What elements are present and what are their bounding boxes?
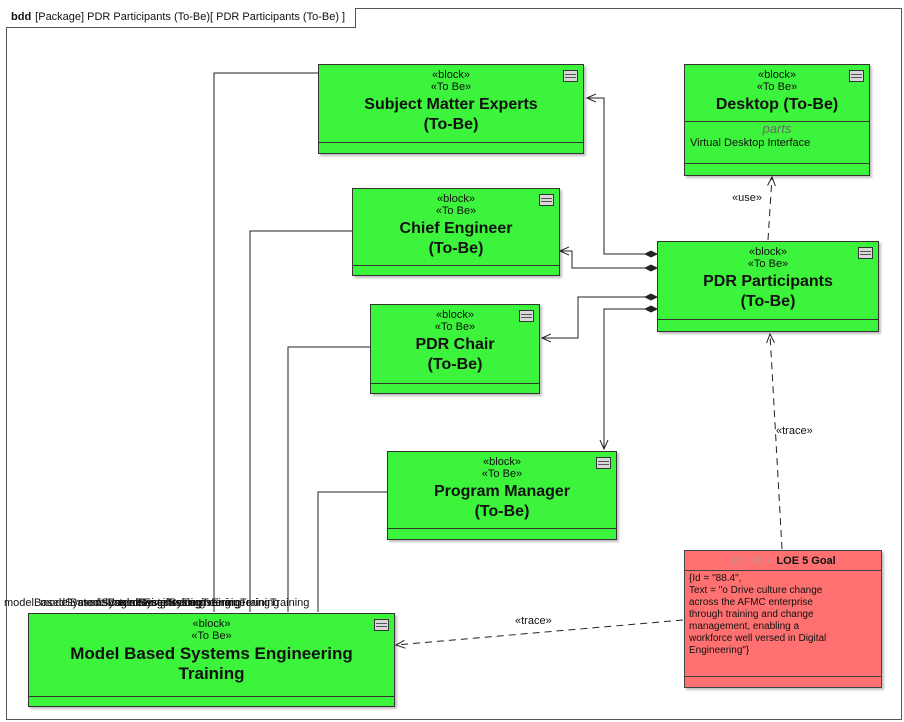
role-label-chair: modelBasedSystemsEngineeringTraining — [78, 597, 280, 609]
stereotype-to-be: «To Be» — [481, 468, 523, 480]
diagram-kind: bdd — [11, 11, 32, 23]
composition-sme[interactable] — [587, 98, 657, 254]
requirement-header: Id = 88.4 LOE 5 Goal — [685, 554, 881, 568]
block-pdr-chair[interactable]: «block» «To Be» PDR Chair (To-Be) — [370, 304, 540, 394]
block-name: PDR Participants (To-Be) — [703, 273, 833, 310]
stereotype-to-be: «To Be» — [430, 81, 472, 93]
compartment-separator — [658, 319, 878, 320]
association-pm-mbse[interactable] — [317, 491, 387, 612]
requirement-text: {Id = "88.4", Text = "o Drive culture ch… — [689, 573, 827, 656]
composition-chief-engineer[interactable] — [560, 251, 657, 268]
requirement-id: Id = 88.4 — [730, 555, 774, 567]
stereotype-to-be: «To Be» — [434, 321, 476, 333]
stereotype-to-be: «To Be» — [756, 81, 798, 93]
block-icon — [374, 619, 389, 631]
compartment-separator — [388, 528, 616, 529]
compartment-separator — [685, 121, 869, 122]
block-program-manager[interactable]: «block» «To Be» Program Manager (To-Be) — [387, 451, 617, 540]
block-name: Desktop (To-Be) — [715, 96, 839, 113]
stereotype-to-be: «To Be» — [191, 630, 232, 642]
stereotype-to-be: «To Be» — [435, 205, 477, 217]
block-subject-matter-experts[interactable]: «block» «To Be» Subject Matter Experts (… — [318, 64, 584, 154]
block-chief-engineer[interactable]: «block» «To Be» Chief Engineer (To-Be) — [352, 188, 560, 276]
block-desktop[interactable]: «block» «To Be» Desktop (To-Be) parts Vi… — [684, 64, 870, 176]
compartment-separator — [319, 142, 583, 143]
stereotype-block: «block» — [436, 309, 474, 321]
block-mbse-training[interactable]: «block» «To Be» Model Based Systems Engi… — [28, 613, 395, 707]
use-dependency[interactable] — [768, 177, 772, 241]
part-virtual-desktop-interface[interactable]: Virtual Desktop Interface — [690, 137, 811, 149]
compartment-separator — [29, 696, 394, 697]
compartment-separator — [685, 570, 881, 571]
requirement-loe5-goal[interactable]: Id = 88.4 LOE 5 Goal {Id = "88.4", Text … — [684, 550, 882, 688]
role-label-sme: modelBasedSystemsEngineeringTraining — [4, 597, 206, 609]
stereotype-to-be: «To Be» — [747, 258, 789, 270]
stereotype-block: «block» — [192, 618, 231, 630]
compartment-separator — [685, 676, 881, 677]
stereotype-block: «block» — [758, 69, 796, 81]
block-icon — [596, 457, 611, 469]
association-chair-mbse[interactable] — [287, 346, 370, 612]
compartment-separator — [685, 163, 869, 164]
block-name: Model Based Systems Engineering Training — [70, 644, 353, 683]
role-label-pm: modelBasedSystemsEngineeringTraining — [108, 597, 310, 609]
block-icon — [519, 310, 534, 322]
trace-pdr[interactable] — [770, 334, 783, 550]
block-name: Program Manager (To-Be) — [433, 483, 571, 520]
stereotype-block: «block» — [432, 69, 470, 81]
role-label-chief: modelBasedSystemsEngineeringTraining — [40, 597, 242, 609]
stereotype-block: «block» — [749, 246, 787, 258]
block-icon — [858, 247, 873, 259]
compartment-separator — [371, 383, 539, 384]
association-chief-mbse[interactable] — [249, 230, 352, 612]
stereotype-block: «block» — [483, 456, 521, 468]
diagram-frame-header: bdd[Package] PDR Participants (To-Be)[ P… — [6, 8, 357, 28]
block-icon — [563, 70, 578, 82]
trace-mbse[interactable] — [396, 619, 684, 645]
composition-program-manager[interactable] — [604, 309, 657, 449]
requirement-name: LOE 5 Goal — [776, 555, 836, 567]
use-label: «use» — [732, 192, 762, 204]
block-pdr-participants[interactable]: «block» «To Be» PDR Participants (To-Be) — [657, 241, 879, 332]
diagram-title: [Package] PDR Participants (To-Be)[ PDR … — [35, 11, 346, 23]
association-sme-mbse[interactable] — [213, 72, 318, 612]
parts-compartment-title: parts — [762, 121, 792, 136]
compartment-separator — [353, 265, 559, 266]
trace-label-pdr: «trace» — [776, 425, 813, 437]
diagram-frame — [6, 8, 902, 720]
block-icon — [849, 70, 864, 82]
trace-label-mbse: «trace» — [515, 615, 552, 627]
stereotype-block: «block» — [437, 193, 475, 205]
block-name: Subject Matter Experts (To-Be) — [364, 96, 538, 133]
block-name: PDR Chair (To-Be) — [415, 336, 495, 373]
block-name: Chief Engineer (To-Be) — [399, 220, 513, 257]
composition-pdr-chair[interactable] — [542, 297, 657, 338]
block-icon — [539, 194, 554, 206]
